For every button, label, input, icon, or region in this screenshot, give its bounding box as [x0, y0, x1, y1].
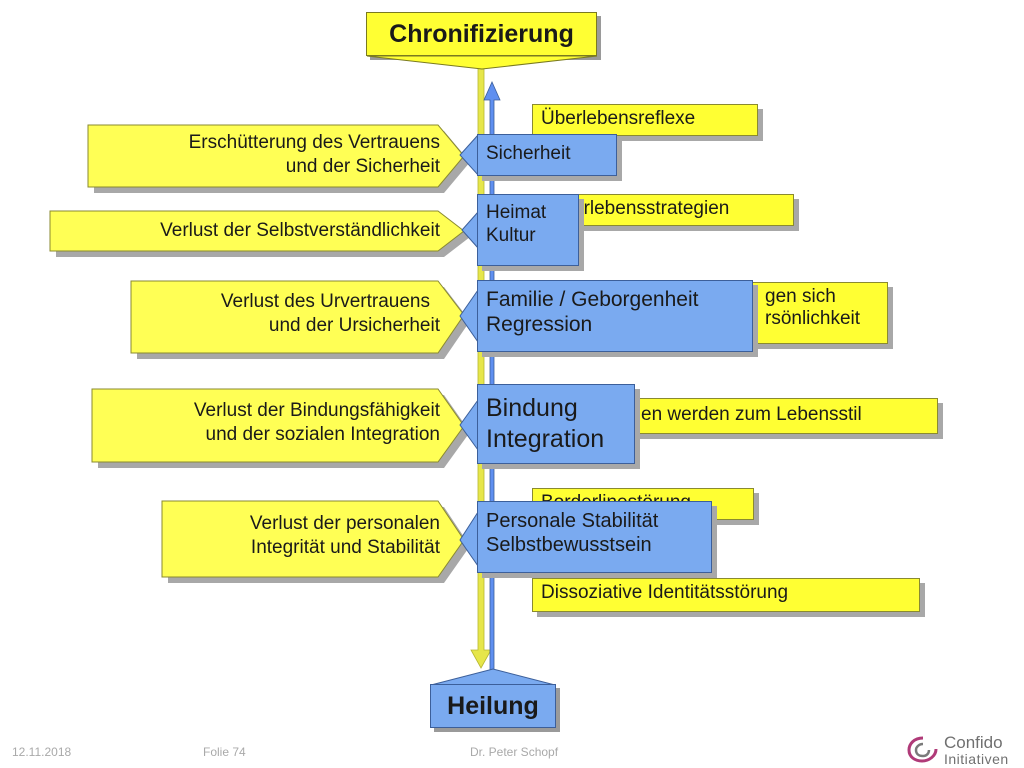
left-shape-5: [161, 500, 465, 578]
blue-point-4: [459, 398, 479, 452]
left-label-1: Erschütterung des Vertrauens und der Sic…: [188, 132, 440, 177]
left-shape-4: [91, 388, 465, 463]
right-box-6: Dissoziative Identitätsstörung: [532, 578, 920, 612]
left-shape-2: [49, 210, 465, 252]
blue-box-2: Heimat Kultur: [477, 194, 579, 266]
bottom-title: Heilung: [447, 691, 539, 720]
left-label-5: Verlust der personalen Integrität und St…: [249, 513, 440, 558]
left-label-3: Verlust des Urvertrauens und der Ursiche…: [220, 291, 440, 336]
top-title-box: Chronifizierung: [366, 12, 597, 56]
left-label-4: Verlust der Bindungsfähigkeit und der so…: [193, 400, 440, 445]
bottom-title-box: Heilung: [430, 684, 556, 728]
left-shape-3: [130, 280, 465, 354]
logo-text: Confido Initiativen: [944, 733, 1009, 767]
footer-slide: Folie 74: [203, 745, 246, 759]
left-shape-1: [87, 124, 465, 188]
blue-point-2: [461, 210, 479, 250]
footer-author: Dr. Peter Schopf: [470, 745, 559, 759]
blue-box-4: Bindung Integration: [477, 384, 635, 464]
top-title: Chronifizierung: [389, 19, 574, 48]
top-title-pointer: [366, 55, 598, 70]
left-label-2: Verlust der Selbstverständlichkeit: [160, 220, 440, 241]
right-box-1: Überlebensreflexe: [532, 104, 758, 136]
footer-date: 12.11.2018: [12, 745, 72, 759]
confido-logo-icon: [907, 736, 938, 763]
blue-point-5: [459, 510, 479, 568]
blue-box-3: Familie / Geborgenheit Regression: [477, 280, 753, 352]
blue-point-1: [459, 133, 479, 177]
blue-box-5: Personale Stabilität Selbstbewusstsein: [477, 501, 712, 573]
blue-box-1: Sicherheit: [477, 134, 617, 176]
blue-point-3: [459, 288, 479, 344]
